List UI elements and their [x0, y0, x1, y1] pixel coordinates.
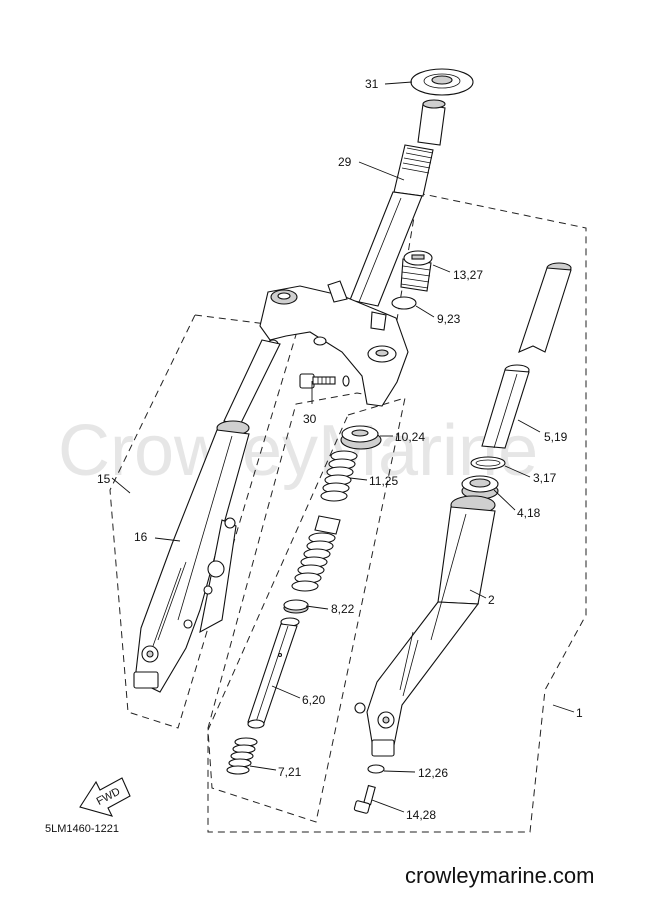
part-11-25-spring: [320, 450, 358, 502]
diagram-code: 5LM1460-1221: [45, 823, 119, 835]
part-31-seal: [410, 68, 474, 96]
group-outline-inner-kit: [207, 397, 406, 823]
fwd-direction-icon: FWD: [79, 777, 131, 817]
part-6-20-damper-rod: [247, 617, 300, 729]
part-bracket-under: [259, 280, 409, 407]
callout-12-26: 12,26: [418, 766, 448, 780]
callout-31: 31: [365, 77, 379, 91]
part-14-28-bolt: [353, 784, 376, 814]
callout-2: 2: [488, 593, 495, 607]
callout-9-23: 9,23: [437, 312, 461, 326]
part-16-left-fork: [133, 339, 281, 693]
callout-30: 30: [303, 412, 317, 426]
callout-11-25: 11,25: [369, 474, 398, 488]
part-29-steering-stem: [349, 99, 446, 307]
callout-4-18: 4,18: [517, 506, 541, 520]
callout-6-20: 6,20: [302, 693, 326, 707]
callout-8-22: 8,22: [331, 602, 355, 616]
part-3-17-circlip: [470, 456, 506, 470]
part-12-26-washer: [367, 764, 385, 774]
callout-13-27: 13,27: [453, 268, 483, 282]
part-5-19-inner-tube: [481, 262, 572, 449]
callout-29: 29: [338, 155, 352, 169]
callout-3-17: 3,17: [533, 471, 557, 485]
callout-14-28: 14,28: [406, 808, 436, 822]
leader-lines: [111, 81, 575, 813]
part-4-18-oil-seal: [461, 475, 499, 500]
part-10-24-seal: [340, 425, 382, 450]
callout-5-19: 5,19: [544, 430, 568, 444]
footer-site-text: crowleymarine.com: [405, 863, 595, 888]
part-fork-spring: [291, 515, 341, 592]
part-9-23-o-ring: [391, 296, 417, 310]
part-13-27-cap-bolt: [400, 250, 433, 292]
part-30-bolt: [299, 373, 350, 389]
callout-1: 1: [576, 706, 583, 720]
callout-16: 16: [134, 530, 148, 544]
part-8-22-ring: [283, 599, 309, 614]
callout-7-21: 7,21: [278, 765, 302, 779]
watermark-text: CrowleyMarine: [58, 411, 538, 491]
part-2-outer-tube: [354, 495, 496, 757]
callout-10-24: 10,24: [395, 430, 425, 444]
part-7-21-spring: [226, 737, 258, 775]
group-outline-1: [207, 192, 587, 833]
callout-15: 15: [97, 472, 111, 486]
